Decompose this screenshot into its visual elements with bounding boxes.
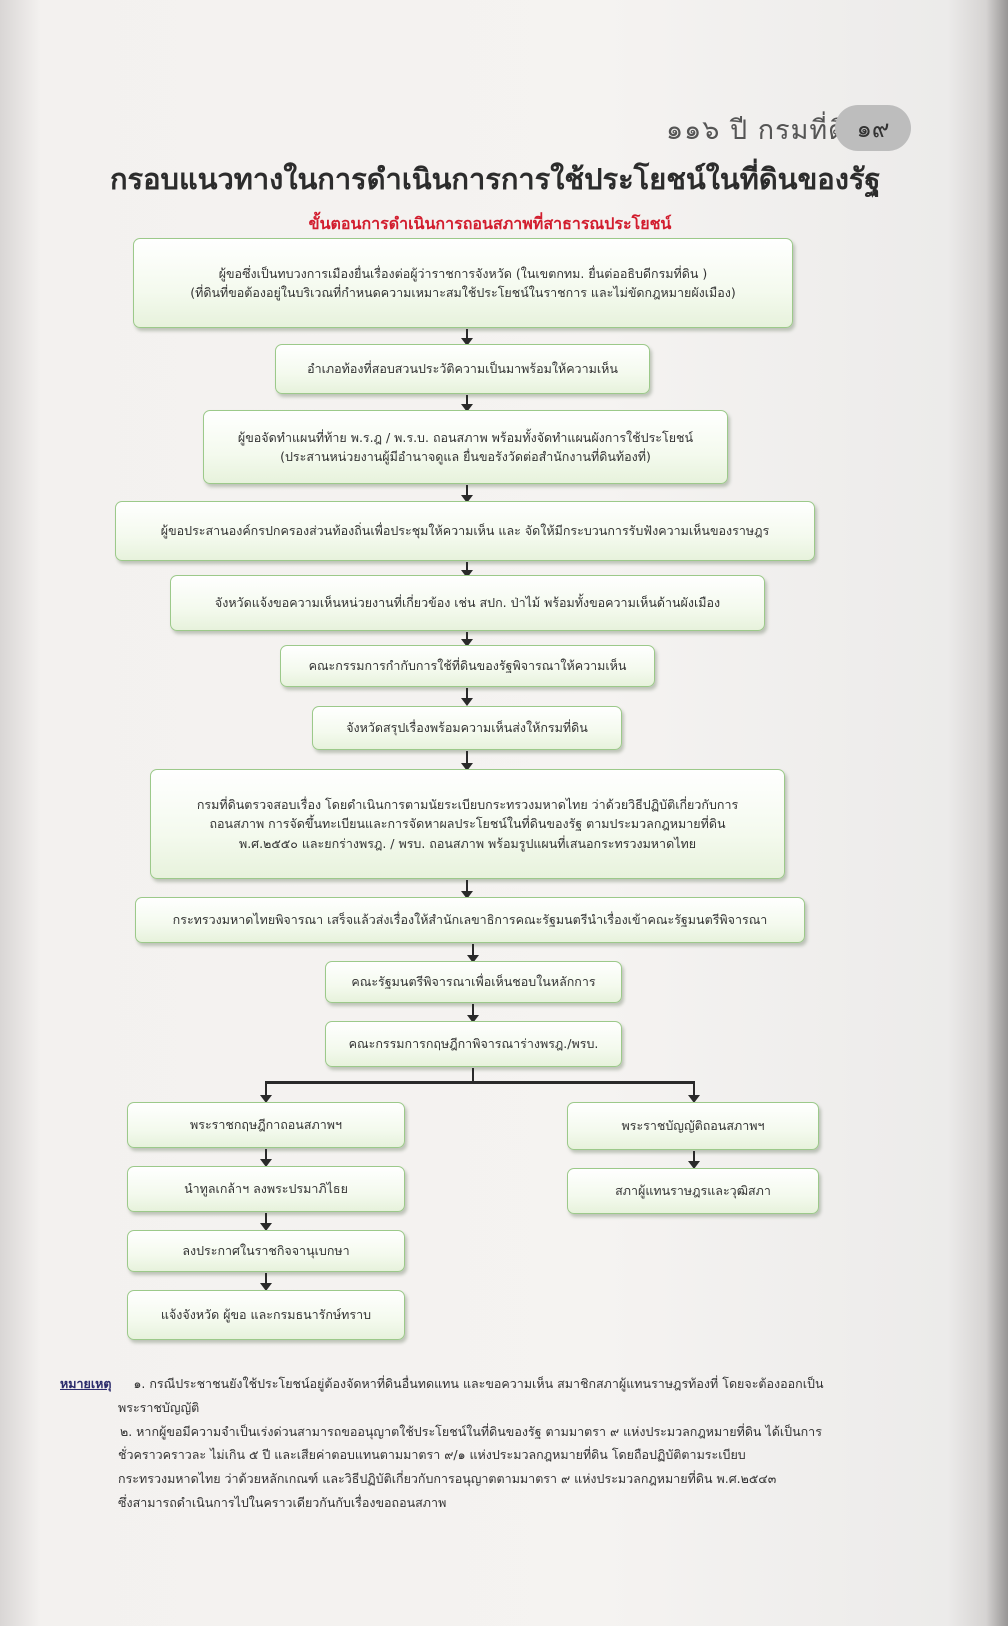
flow-step-3: ผู้ขอจัดทำแผนที่ท้าย พ.ร.ฎ / พ.ร.บ. ถอนส… xyxy=(203,410,728,484)
flow-step-2: อำเภอท้องที่สอบสวนประวัติความเป็นมาพร้อม… xyxy=(275,344,650,394)
flow-step-11-line-1: คณะกรรมการกฤษฎีกาพิจารณาร่างพรฎ./พรบ. xyxy=(348,1036,599,1052)
flow-step-3-line-2: (ประสานหน่วยงานผู้มีอำนาจดูแล ยื่นขอรังว… xyxy=(280,449,651,464)
left-branch-step-3-label: ลงประกาศในราชกิจจานุเบกษา xyxy=(182,1243,350,1259)
flow-arrow xyxy=(461,562,473,578)
left-branch-step-4-label: แจ้งจังหวัด ผู้ขอ และกรมธนารักษ์ทราบ xyxy=(160,1307,372,1323)
left-branch-step-3: ลงประกาศในราชกิจจานุเบกษา xyxy=(127,1230,405,1272)
branch-stem xyxy=(472,1068,474,1082)
flow-step-4-line-1: ผู้ขอประสานองค์กรปกครองส่วนท้องถิ่นเพื่อ… xyxy=(160,523,770,539)
left-branch-step-1: พระราชกฤษฎีกาถอนสภาพฯ xyxy=(127,1102,405,1148)
right-branch-step-2-label: สภาผู้แทนราษฎรและวุฒิสภา xyxy=(615,1183,771,1199)
flow-arrow xyxy=(461,880,473,899)
flow-step-5-line-1: จังหวัดแจ้งขอความเห็นหน่วยงานที่เกี่ยวข้… xyxy=(214,595,721,611)
flow-step-7: จังหวัดสรุปเรื่องพร้อมความเห็นส่งให้กรมท… xyxy=(312,706,622,750)
flow-step-8-line-2: ถอนสภาพ การจัดขึ้นทะเบียนและการจัดหาผลปร… xyxy=(209,816,726,832)
flow-step-11: คณะกรรมการกฤษฎีกาพิจารณาร่างพรฎ./พรบ. xyxy=(325,1021,622,1067)
flow-step-6-line-1: คณะกรรมการกำกับการใช้ที่ดินของรัฐพิจารณา… xyxy=(308,658,627,674)
flow-arrow xyxy=(688,1082,700,1103)
note-2-line-4: ซึ่งสามารถดำเนินการไปในคราวเดียวกันกับเร… xyxy=(118,1494,447,1510)
flow-arrow xyxy=(260,1149,272,1167)
flow-step-6: คณะกรรมการกำกับการใช้ที่ดินของรัฐพิจารณา… xyxy=(280,645,655,687)
notes-section: หมายเหตุ ๑. กรณีประชาชนยังใช้ประโยชน์อยู่… xyxy=(60,1372,920,1515)
flow-step-1: ผู้ขอซึ่งเป็นทบวงการเมืองยื่นเรื่องต่อผู… xyxy=(133,238,793,328)
flow-step-4: ผู้ขอประสานองค์กรปกครองส่วนท้องถิ่นเพื่อ… xyxy=(115,501,815,561)
page-title: กรอบแนวทางในการดำเนินการการใช้ประโยชน์ใน… xyxy=(110,162,881,196)
flow-arrow xyxy=(688,1151,700,1169)
note-1-line-2: พระราชบัญญัติ xyxy=(118,1399,200,1415)
flow-arrow xyxy=(461,395,473,412)
note-2-line-2: ชั่วคราวคราวละ ไม่เกิน ๕ ปี และเสียค่าตอ… xyxy=(118,1447,746,1463)
note-1-line-1: ๑. กรณีประชาชนยังใช้ประโยชน์อยู่ต้องจัดห… xyxy=(133,1376,824,1391)
left-branch-step-4: แจ้งจังหวัด ผู้ขอ และกรมธนารักษ์ทราบ xyxy=(127,1290,405,1340)
flow-arrow xyxy=(260,1082,272,1103)
flow-step-9: กระทรวงมหาดไทยพิจารณา เสร็จแล้วส่งเรื่อง… xyxy=(135,897,805,943)
left-branch-step-2-label: นำทูลเกล้าฯ ลงพระปรมาภิไธย xyxy=(184,1181,348,1197)
flow-arrow xyxy=(461,329,473,346)
flow-arrow xyxy=(260,1273,272,1291)
flow-arrow xyxy=(467,1004,479,1023)
note-2-line-3: กระทรวงมหาดไทย ว่าด้วยหลักเกณฑ์ และวิธีป… xyxy=(118,1471,777,1486)
flow-step-8-line-1: กรมที่ดินตรวจสอบเรื่อง โดยดำเนินการตามนั… xyxy=(196,796,739,812)
flow-step-1-line-1: ผู้ขอซึ่งเป็นทบวงการเมืองยื่นเรื่องต่อผู… xyxy=(218,265,708,281)
running-title: ๑๑๖ ปี กรมที่ดิน xyxy=(666,115,867,146)
flow-step-3-line-1: ผู้ขอจัดทำแผนที่ท้าย พ.ร.ฎ / พ.ร.บ. ถอนส… xyxy=(237,429,694,445)
flow-step-2-line-1: อำเภอท้องที่สอบสวนประวัติความเป็นมาพร้อม… xyxy=(307,361,618,377)
notes-label: หมายเหตุ xyxy=(60,1376,112,1391)
branch-bar xyxy=(265,1081,695,1084)
flow-step-10-line-1: คณะรัฐมนตรีพิจารณาเพื่อเห็นชอบในหลักการ xyxy=(351,974,596,990)
flow-arrow xyxy=(467,944,479,963)
right-branch-step-1: พระราชบัญญัติถอนสภาพฯ xyxy=(567,1102,819,1150)
flow-step-10: คณะรัฐมนตรีพิจารณาเพื่อเห็นชอบในหลักการ xyxy=(325,961,622,1003)
flow-arrow xyxy=(260,1213,272,1231)
page-subtitle: ขั้นตอนการดำเนินการถอนสภาพที่สาธารณประโย… xyxy=(308,214,672,233)
flow-step-8-line-3: พ.ศ.๒๕๕๐ และยกร่างพรฎ. / พรบ. ถอนสภาพ พร… xyxy=(238,835,697,851)
left-branch-step-2: นำทูลเกล้าฯ ลงพระปรมาภิไธย xyxy=(127,1166,405,1212)
page-number-badge: ๑๙ xyxy=(835,105,911,151)
flow-arrow xyxy=(461,485,473,503)
note-2-line-1: ๒. หากผู้ขอมีความจำเป็นเร่งด่วนสามารถขออ… xyxy=(120,1423,822,1439)
flow-step-9-line-1: กระทรวงมหาดไทยพิจารณา เสร็จแล้วส่งเรื่อง… xyxy=(172,912,768,928)
left-branch-step-1-label: พระราชกฤษฎีกาถอนสภาพฯ xyxy=(189,1117,342,1133)
page-edge-shadow xyxy=(986,0,1008,1626)
flow-arrow xyxy=(461,688,473,706)
flow-step-1-line-2: (ที่ดินที่ขอต้องอยู่ในบริเวณที่กำหนดความ… xyxy=(190,285,736,300)
right-branch-step-1-label: พระราชบัญญัติถอนสภาพฯ xyxy=(621,1118,765,1134)
flow-arrow xyxy=(461,632,473,647)
flow-step-5: จังหวัดแจ้งขอความเห็นหน่วยงานที่เกี่ยวข้… xyxy=(170,575,765,631)
flow-step-7-line-1: จังหวัดสรุปเรื่องพร้อมความเห็นส่งให้กรมท… xyxy=(346,720,588,736)
flow-step-8: กรมที่ดินตรวจสอบเรื่อง โดยดำเนินการตามนั… xyxy=(150,769,785,879)
flow-arrow xyxy=(461,751,473,771)
right-branch-step-2: สภาผู้แทนราษฎรและวุฒิสภา xyxy=(567,1168,819,1214)
